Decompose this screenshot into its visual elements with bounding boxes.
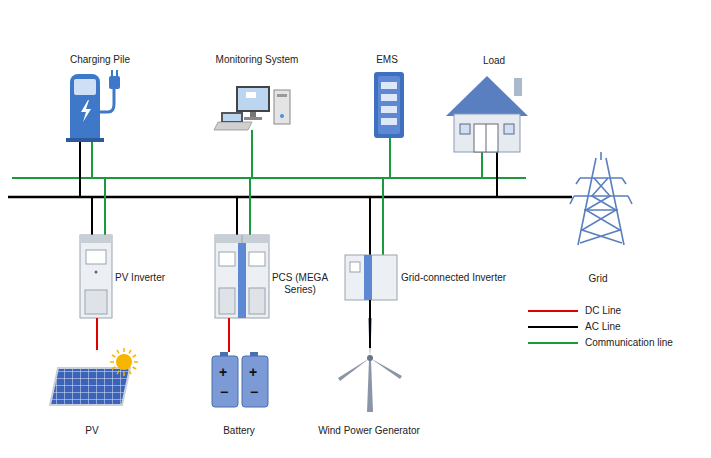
drop-lines [80,130,497,255]
device-caption: Monitoring System [216,54,299,66]
legend-text: DC Line [585,305,621,317]
device-caption: PCS (MEGA Series) [259,272,341,296]
device-caption: Grid [589,273,608,285]
pv-node: PV [50,350,140,406]
charging-pile-icon [66,70,120,142]
battery-icon [212,352,268,407]
pcs-cabinet-icon [215,235,269,318]
ems-cabinet-icon [374,72,404,138]
charging-pile-node: Charging Pile [66,68,122,144]
polarity-sign: + [219,365,227,379]
device-caption: Charging Pile [70,54,130,66]
monitoring-system-node: Monitoring System [216,84,292,132]
device-caption: Load [483,55,505,67]
pv-inverter-node: PV Inverter [80,235,112,318]
polarity-sign: − [250,385,258,399]
polarity-sign: + [249,365,257,379]
transmission-tower-icon [570,152,632,245]
grid-node: Grid [568,150,634,246]
device-caption: PV [85,425,98,437]
pv-panel-icon [50,348,138,405]
grid-connected-inverter-node: Grid-connected Inverter [345,255,397,300]
pcs-node: PCS (MEGA Series) [215,235,269,318]
power-line [369,300,371,348]
legend-sample [528,342,578,344]
grid-inverter-icon [345,255,397,300]
device-caption: Grid-connected Inverter [401,272,506,284]
device-caption: PV Inverter [115,272,165,284]
device-caption: EMS [376,54,398,66]
polarity-sign: − [220,385,228,399]
wind-power-generator-node: Wind Power Generator [338,348,404,412]
power-line [96,318,98,350]
device-caption: Battery [223,425,255,437]
house-icon [446,76,528,152]
legend-text: Communication line [585,337,673,349]
legend-sample [528,326,578,328]
load-node: Load [446,74,528,152]
device-caption: Wind Power Generator [318,425,420,437]
legend-text: AC Line [585,321,621,333]
power-line [228,318,230,352]
legend-sample [528,310,578,312]
communication-bus [12,177,526,179]
pv-inverter-icon [80,235,112,318]
monitoring-icon [214,86,290,130]
ems-node: EMS [372,72,406,138]
